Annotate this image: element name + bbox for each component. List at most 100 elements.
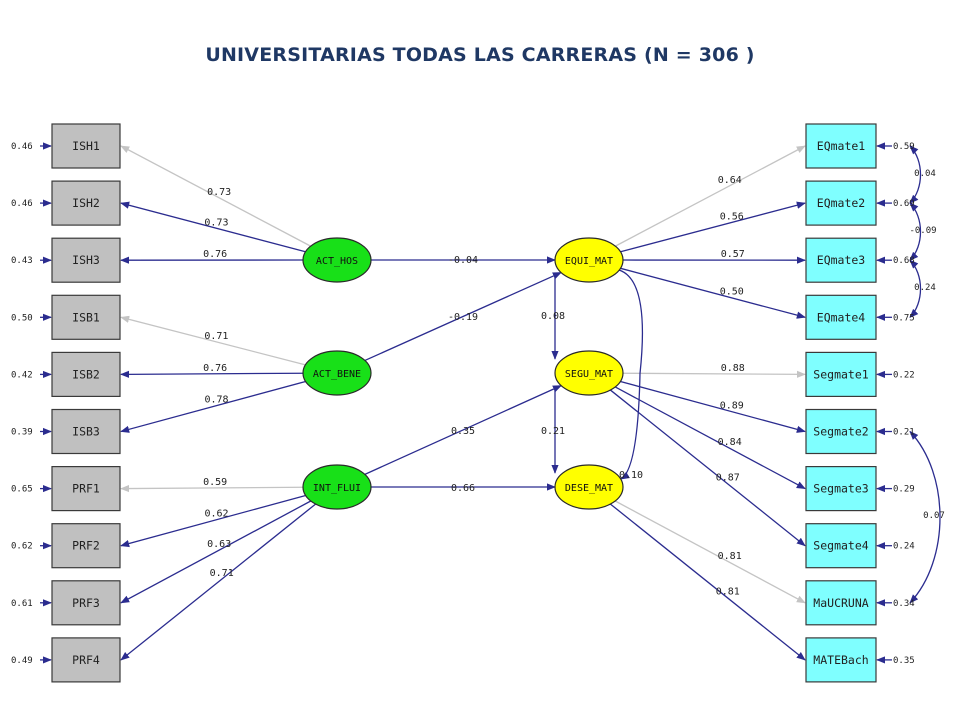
loading-label: 0.76 [203,363,227,374]
covariance-label: 0.04 [914,169,936,179]
error-variance-label: 0.35 [893,656,915,666]
error-covariance-arc [909,430,941,604]
error-variance-label: 0.59 [893,142,915,152]
latent-variable-ellipse [302,464,372,510]
observed-variable-label: EQmate3 [817,253,866,267]
latent-variable-ellipse [554,350,624,396]
observed-variable-label: ISB3 [72,425,100,439]
observed-variable-box [51,580,121,626]
loading-arrow [120,370,304,378]
loading-arrow [614,500,806,604]
latent-variable-ellipse [554,237,624,283]
loading-arrow [120,484,304,493]
observed-variable-box [51,523,121,569]
observed-variable-box [51,408,121,455]
observed-variable-label: Segmate2 [813,425,868,439]
path-coefficient-label: -0.04 [448,255,478,266]
observed-variable-box [51,351,121,397]
loading-arrow [620,267,806,319]
loading-arrow [120,380,306,433]
edges-layer [40,142,941,664]
loading-label: 0.81 [716,587,740,598]
loading-label: 0.63 [207,539,231,550]
latent-variable-label: ACT_BENE [313,369,361,380]
observed-variable-box [805,466,877,512]
observed-variable-box [805,637,877,683]
diagram-title: UNIVERSITARIAS TODAS LAS CARRERAS (N = 3… [205,44,755,66]
loading-arrow [120,315,306,366]
loading-label: 0.88 [721,363,745,374]
error-covariance-arc [909,145,922,204]
error-variance-label: 0.29 [893,485,915,495]
loading-label: 0.50 [720,287,744,298]
observed-variable-box [805,123,877,169]
latent-variable-ellipse [554,464,624,510]
structural-path [364,271,562,362]
path-coefficient-label: 0.66 [451,483,475,494]
loading-arrow [120,503,316,661]
path-coefficient-label: 0.21 [541,426,565,437]
nodes-layer [51,123,877,683]
observed-variable-box [805,351,877,397]
covariance-label: 0.24 [914,283,936,293]
error-variance-label: 0.69 [893,199,915,209]
loading-arrow [610,503,806,661]
observed-variable-label: ISH3 [72,253,100,267]
observed-variable-box [805,523,877,569]
latent-variable-ellipse [302,350,372,396]
error-variance-label: 0.39 [11,428,33,438]
observed-variable-label: ISB2 [72,367,100,381]
observed-variable-box [805,408,877,455]
observed-variable-label: MaUCRUNA [813,596,868,610]
loading-label: 0.57 [721,249,745,260]
observed-variable-label: MATEBach [813,653,868,667]
loading-label: 0.81 [718,551,742,562]
observed-variable-label: EQmate1 [817,139,866,153]
error-variance-label: 0.21 [893,428,915,438]
loading-arrow [614,386,806,490]
latent-variable-label: INT_FLUI [313,483,361,494]
loading-label: 0.73 [204,217,228,228]
error-variance-label: 0.50 [11,313,33,323]
error-covariance-arc [909,202,922,261]
error-variance-label: 0.22 [893,370,915,380]
loading-arrow [622,370,806,378]
loading-arrow [120,201,306,253]
loading-label: 0.59 [203,477,227,488]
observed-variable-label: EQmate4 [817,310,866,324]
observed-variable-label: EQmate2 [817,196,865,210]
loading-arrow [120,494,306,548]
latent-variable-label: EQUI_MAT [565,256,613,267]
loading-arrow [120,500,312,604]
path-diagram: ISH10.460.73ISH20.460.73ISH30.430.76ISB1… [11,123,945,683]
observed-variable-box [51,180,121,226]
loading-arrow [620,380,806,433]
loading-label: 0.73 [207,187,231,198]
observed-variable-box [51,466,121,512]
loading-arrow [620,201,806,253]
observed-variable-label: ISB1 [72,310,100,324]
loading-label: 0.78 [204,394,228,405]
path-coefficient-label: -0.19 [448,312,478,323]
observed-variable-box [51,294,121,340]
error-variance-label: 0.46 [11,142,33,152]
loading-label: 0.87 [716,472,740,483]
covariance-label: 0.07 [923,511,945,521]
observed-variable-box [805,237,877,283]
covariance-label: -0.09 [909,226,936,236]
error-variance-label: 0.43 [11,256,33,266]
observed-variable-box [51,237,121,283]
loading-arrow [120,145,311,247]
observed-variable-label: ISH2 [72,196,100,210]
observed-variable-label: PRF4 [72,653,100,667]
observed-variable-box [51,637,121,683]
observed-variable-box [805,180,877,226]
path-coefficient-label: 0.08 [541,311,565,322]
error-variance-label: 0.42 [11,370,33,380]
loading-label: 0.71 [204,331,228,342]
loading-arrow [615,145,806,247]
observed-variable-label: Segmate1 [813,367,868,381]
observed-variable-label: Segmate4 [813,539,868,553]
loading-label: 0.89 [720,400,744,411]
path-coefficient-label: 0.35 [451,426,475,437]
